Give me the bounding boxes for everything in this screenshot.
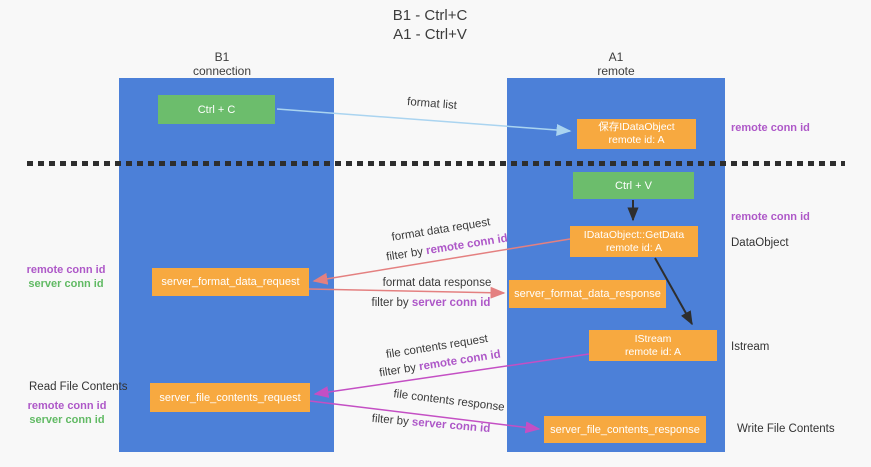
server-file-contents-request-label: server_file_contents_request <box>159 391 301 404</box>
server-file-contents-request-box: server_file_contents_request <box>150 383 310 412</box>
lane-a1-role: remote <box>597 64 635 78</box>
dataobject-label: DataObject <box>731 237 789 249</box>
lane-header-a1: A1 remote <box>597 50 634 78</box>
server-conn-id-text: server conn id <box>411 297 491 309</box>
ctrl-c-box: Ctrl + C <box>158 95 275 124</box>
server-file-contents-response-label: server_file_contents_response <box>550 423 700 436</box>
getdata-line1: IDataObject::GetData <box>583 228 685 241</box>
filter-by-server-conn-id-label-1: filter by server conn id <box>372 297 491 309</box>
lane-a1-name: A1 <box>608 50 624 64</box>
remote-conn-id-right-2: remote conn id <box>731 211 810 223</box>
read-file-contents-label: Read File Contents <box>29 381 128 393</box>
server-format-data-request-box: server_format_data_request <box>152 268 309 296</box>
getdata-box: IDataObject::GetData remote id: A <box>570 226 698 257</box>
server-conn-id-left-2: server conn id <box>29 414 105 426</box>
filter-by-text: filter by <box>371 297 409 309</box>
session-divider-dashed-line <box>27 161 845 166</box>
istream-line1: IStream <box>634 332 672 345</box>
format-response-arrow <box>308 286 506 299</box>
file-contents-response-label: file contents response <box>392 388 506 414</box>
istream-side-label: Istream <box>731 341 770 353</box>
conn-id-block-file: remote conn id server conn id <box>24 399 110 427</box>
remote-conn-id-left-2: remote conn id <box>27 400 107 412</box>
title-line-a1: A1 - Ctrl+V <box>393 26 467 43</box>
conn-id-block-format: remote conn id server conn id <box>20 263 112 291</box>
save-idataobject-line2: remote id: A <box>608 134 665 146</box>
remote-conn-id-left-1: remote conn id <box>26 264 106 276</box>
server-file-contents-response-box: server_file_contents_response <box>544 416 706 443</box>
title-line-b1: B1 - Ctrl+C <box>392 7 468 24</box>
filter-by-server-conn-id-label-2: filter by server conn id <box>371 413 490 435</box>
ctrl-v-box: Ctrl + V <box>573 172 694 199</box>
lane-header-b1: B1 connection <box>193 50 251 78</box>
server-conn-id-text: server conn id <box>411 416 491 436</box>
filter-by-text: filter by <box>385 245 424 264</box>
filter-by-text: filter by <box>378 361 417 380</box>
istream-box: IStream remote id: A <box>589 330 717 361</box>
ctrl-c-label: Ctrl + C <box>197 103 236 116</box>
remote-conn-id-right-1: remote conn id <box>731 122 810 134</box>
server-format-data-request-label: server_format_data_request <box>161 276 300 288</box>
server-format-data-response-box: server_format_data_response <box>509 280 666 308</box>
ctrl-v-label: Ctrl + V <box>615 179 652 192</box>
diagram-title: B1 - Ctrl+C A1 - Ctrl+V <box>393 6 468 44</box>
istream-line2: remote id: A <box>624 345 682 358</box>
save-idataobject-box: 保存IDataObject remote id: A <box>577 119 696 149</box>
lane-b1-name: B1 <box>214 50 230 64</box>
server-conn-id-left-1: server conn id <box>28 278 104 290</box>
filter-by-text: filter by <box>371 412 410 429</box>
save-idataobject-line1: 保存IDataObject <box>598 121 675 133</box>
getdata-line2: remote id: A <box>605 241 663 254</box>
write-file-contents-label: Write File Contents <box>737 423 835 435</box>
lane-b1-role: connection <box>192 64 252 78</box>
server-format-data-response-label: server_format_data_response <box>514 288 661 300</box>
format-list-label: format list <box>406 96 458 112</box>
format-data-response-label: format data response <box>382 277 492 289</box>
